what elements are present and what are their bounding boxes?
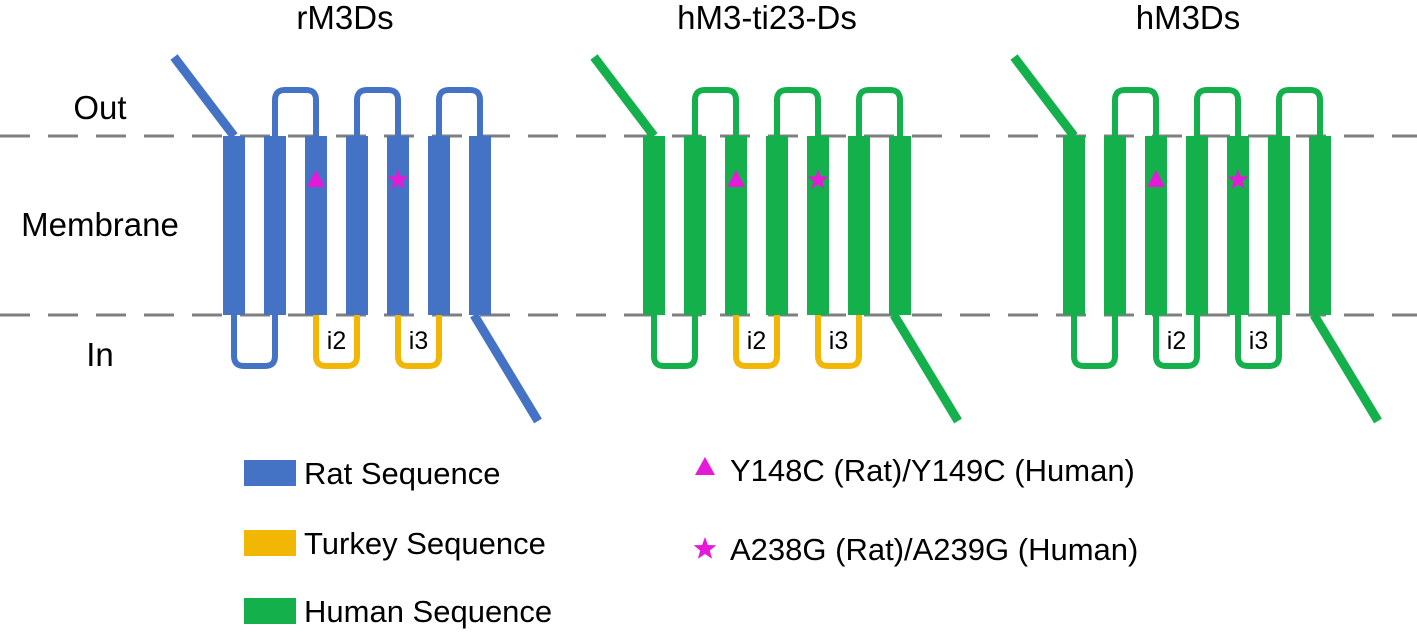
legend-swatch-turkey [244,530,296,556]
extracellular-loop-e3 [856,87,903,136]
receptor-title: hM3-ti23-Ds [677,0,857,36]
label-in: In [86,336,114,373]
star-icon [387,169,409,189]
legend-mutations: Y148C (Rat)/Y149C (Human) A238G (Rat)/A2… [693,453,1138,567]
transmembrane-helix-6 [428,136,450,315]
intracellular-loop-i3 [395,315,442,369]
legend-label-turkey: Turkey Sequence [304,526,546,561]
c-terminus [470,312,542,424]
star-icon [693,537,717,559]
intracellular-loop-i3-label: i3 [409,327,428,355]
legend-label-y148c: Y148C (Rat)/Y149C (Human) [730,453,1135,488]
intracellular-loop-i1 [651,315,698,369]
star-icon [807,169,829,189]
receptor-title: hM3Ds [1136,0,1241,36]
c-terminus [890,312,962,424]
transmembrane-helix-4 [1186,136,1208,315]
intracellular-loop-i2 [733,315,780,369]
transmembrane-helix-5 [387,136,409,315]
intracellular-loop-i1 [231,315,278,369]
legend-label-human: Human Sequence [304,594,552,629]
c-terminus [1310,312,1382,424]
intracellular-loop-i3-label: i3 [829,327,848,355]
extracellular-loop-e1 [272,87,319,136]
receptor-hm3ds: hM3Ds i2 i3 [1010,0,1382,424]
receptor-hm3-ti23-ds: hM3-ti23-Ds i2 i3 [590,0,962,424]
n-terminus [170,54,238,139]
transmembrane-helix-2 [264,136,286,315]
intracellular-loop-i2 [313,315,360,369]
transmembrane-helix-7 [1309,136,1331,315]
legend-swatch-rat [244,460,296,486]
transmembrane-helix-4 [346,136,368,315]
star-icon [1227,169,1249,189]
transmembrane-helix-4 [766,136,788,315]
intracellular-loop-i3 [1235,315,1282,369]
transmembrane-helix-2 [1104,136,1126,315]
legend-swatch-human [244,598,296,624]
extracellular-loop-e3 [436,87,483,136]
receptor-title: rM3Ds [296,0,393,36]
transmembrane-helix-7 [469,136,491,315]
extracellular-loop-e1 [692,87,739,136]
extracellular-loop-e2 [354,87,401,136]
intracellular-loop-i1 [1071,315,1118,369]
triangle-icon [307,170,325,187]
legend-sequences: Rat Sequence Turkey Sequence Human Seque… [244,456,552,629]
receptor-rm3ds: rM3Ds i2 i3 [170,0,542,424]
transmembrane-helix-1 [1063,136,1085,315]
n-terminus [590,54,658,139]
extracellular-loop-e3 [1276,87,1323,136]
transmembrane-helix-1 [643,136,665,315]
extracellular-loop-e1 [1112,87,1159,136]
transmembrane-helix-1 [223,136,245,315]
transmembrane-helix-7 [889,136,911,315]
transmembrane-helix-3 [725,136,747,315]
intracellular-loop-i2 [1153,315,1200,369]
intracellular-loop-i2-label: i2 [747,327,766,355]
extracellular-loop-e2 [1194,87,1241,136]
intracellular-loop-i2-label: i2 [1167,327,1186,355]
legend-label-rat: Rat Sequence [304,456,500,491]
triangle-icon [695,457,715,475]
extracellular-loop-e2 [774,87,821,136]
transmembrane-helix-6 [848,136,870,315]
transmembrane-helix-2 [684,136,706,315]
transmembrane-helix-5 [807,136,829,315]
n-terminus [1010,54,1078,139]
transmembrane-helix-6 [1268,136,1290,315]
label-out: Out [73,89,126,126]
triangle-icon [727,170,745,187]
triangle-icon [1147,170,1165,187]
label-membrane: Membrane [21,206,179,243]
transmembrane-helix-3 [305,136,327,315]
transmembrane-helix-5 [1227,136,1249,315]
transmembrane-helix-3 [1145,136,1167,315]
intracellular-loop-i3 [815,315,862,369]
intracellular-loop-i3-label: i3 [1249,327,1268,355]
intracellular-loop-i2-label: i2 [327,327,346,355]
legend-label-a238g: A238G (Rat)/A239G (Human) [730,532,1138,567]
